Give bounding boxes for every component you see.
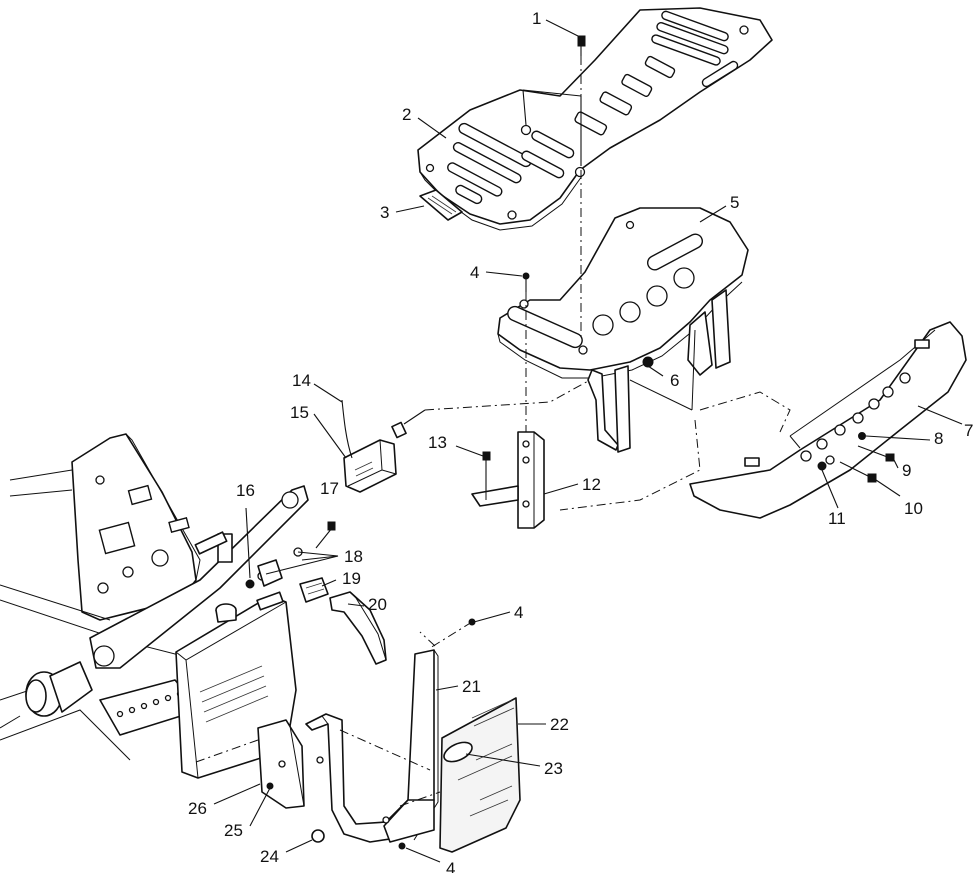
bracket-part-12	[471, 431, 545, 529]
bolt-part-4-upper	[522, 272, 530, 292]
assembly-centerlines	[195, 56, 791, 807]
stud-part-16	[245, 507, 255, 589]
rack-support-part-5	[497, 207, 749, 453]
callout-12: 12	[582, 475, 601, 494]
callout-5: 5	[730, 193, 739, 212]
callout-9: 9	[902, 461, 911, 480]
callout-leaders	[213, 19, 963, 863]
bolt-part-9	[857, 445, 895, 462]
bolt-part-4-middle	[429, 618, 476, 649]
callout-4-middle: 4	[514, 603, 523, 622]
callout-4-lower: 4	[446, 859, 455, 873]
brace-part-20	[329, 591, 387, 665]
bolt-part-4-lower	[398, 842, 406, 850]
callout-7: 7	[964, 421, 973, 440]
u-channel-part-21	[305, 649, 439, 843]
bolt-part-10	[839, 461, 877, 483]
callout-17: 17	[320, 479, 339, 498]
rack-slots	[447, 10, 739, 205]
callout-25: 25	[224, 821, 243, 840]
side-plate-part-26	[257, 719, 305, 809]
washer-part-8	[858, 432, 866, 440]
callout-24: 24	[260, 847, 279, 866]
callout-2: 2	[402, 105, 411, 124]
callout-16: 16	[236, 481, 255, 500]
nut-part-11	[817, 461, 827, 471]
callout-3: 3	[380, 203, 389, 222]
callout-labels: 1 2 3 4 5 6 7 8 9 10 11 12 13 14 15 16 1…	[188, 9, 973, 873]
rear-bumper-part-7	[689, 321, 967, 519]
callout-15: 15	[290, 403, 309, 422]
bolt-part-17	[315, 521, 336, 549]
callout-22: 22	[550, 715, 569, 734]
wire-part-14	[341, 399, 353, 459]
nut-part-6	[642, 356, 654, 368]
rear-rack-part-2	[417, 7, 773, 231]
callout-18: 18	[344, 547, 363, 566]
mud-flap-part-22	[439, 697, 521, 853]
callout-8: 8	[934, 429, 943, 448]
bolt-part-1	[577, 35, 586, 56]
callout-23: 23	[544, 759, 563, 778]
callout-14: 14	[292, 371, 311, 390]
callout-20: 20	[368, 595, 387, 614]
callout-13: 13	[428, 433, 447, 452]
callout-21: 21	[462, 677, 481, 696]
callout-6: 6	[670, 371, 679, 390]
taillight-part-15	[343, 409, 426, 493]
callout-26: 26	[188, 799, 207, 818]
callout-10: 10	[904, 499, 923, 518]
vehicle-frame	[0, 433, 309, 761]
nut-part-24	[311, 829, 325, 843]
plate-part-3	[419, 189, 463, 221]
callout-11: 11	[828, 509, 846, 528]
callout-1: 1	[532, 9, 541, 28]
callout-19: 19	[342, 569, 361, 588]
bolt-part-13	[482, 451, 491, 492]
reflector-part-23	[443, 741, 473, 763]
callout-4-upper: 4	[470, 263, 479, 282]
